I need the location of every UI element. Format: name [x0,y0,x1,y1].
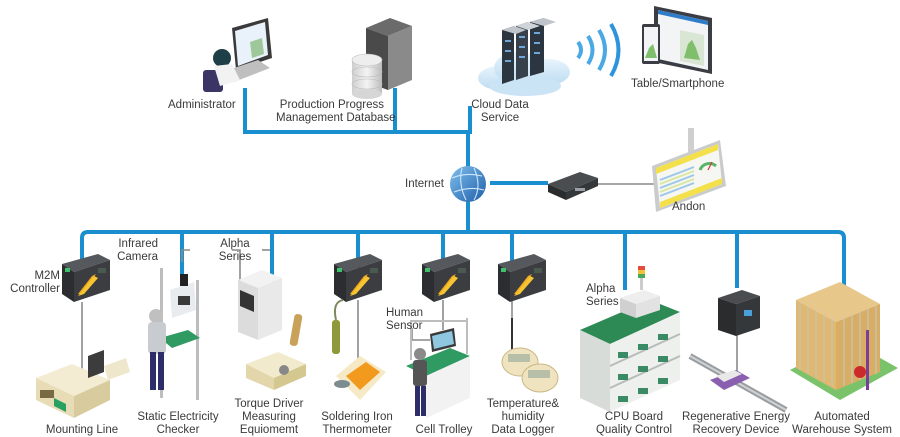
infrared-callout-line1: Infrared [118,238,158,250]
station-label-line: Thermometer [322,424,392,436]
station-label-line: Warehouse System [792,424,892,436]
station-label-line: Checker [156,424,200,436]
alpha2-callout-line1: Alpha [586,283,616,295]
human-sensor-callout: Human Sensor [386,307,423,333]
cell-trolley-icon[interactable] [406,318,470,418]
globe-icon[interactable] [450,166,486,202]
cloud-label: Cloud Data Service [462,99,538,125]
station-label-line: Measuring [242,411,296,423]
alpha1-callout-line1: Alpha [220,238,250,250]
mobile-label: Table/Smartphone [631,78,725,90]
m2m-controller-callout: M2M Controller [0,270,60,296]
infrared-callout-line2: Camera [117,251,158,263]
m2m-controller-icon[interactable] [62,254,110,302]
administrator-label: Administrator [168,99,236,111]
torque-driver-icon[interactable] [238,270,306,390]
station-label-line: Torque Driver [234,398,304,410]
m2m-callout-line2: Controller [10,283,60,295]
m2m-controller-icon[interactable] [498,254,546,302]
alpha1-callout-line2: Series [218,251,252,263]
station-label-line: Quality Control [595,424,673,436]
cpu-board-rack-icon[interactable] [580,266,681,412]
human-callout-line1: Human [386,307,424,319]
andon-display-icon[interactable] [652,128,726,212]
soldering-iron-icon[interactable] [332,299,386,400]
station-label-torque-driver: Torque Driver Measuring Equiomemt [224,398,314,437]
static-electricity-checker-icon[interactable] [148,268,200,400]
regenerative-energy-device-icon[interactable] [688,290,788,413]
station-label-line: Static Electricity [137,411,219,423]
human-callout-line2: Sensor [386,320,423,332]
alpha-series-callout-2: Alpha Series [586,283,619,309]
station-label-static-checker: Static Electricity Checker [130,411,226,437]
alpha2-callout-line2: Series [586,296,619,308]
station-label-line: Automated [814,411,870,423]
cloud-server-icon[interactable] [478,18,570,96]
infrared-camera-callout: Infrared Camera [110,238,158,264]
station-label-line: Temperature& [486,398,560,410]
station-label-regenerative: Regenerative Energy Recovery Device [678,411,794,437]
station-label-line: Data Logger [491,424,555,436]
m2m-controller-icon[interactable] [334,254,382,302]
data-logger-icon[interactable] [501,318,559,393]
station-label-line: Mounting Line [45,424,119,436]
m2m-callout-line1: M2M [34,270,60,282]
station-label-line: Equiomemt [239,424,299,436]
station-label-line: Regenerative Energy [681,411,791,423]
station-label-line: Cell Trolley [415,424,473,436]
station-label-line: Soldering Iron [321,411,393,423]
database-label-line2: Management Database [276,112,396,124]
database-server-icon[interactable] [351,18,412,99]
station-label-line: humidity [501,411,545,423]
top-bus-line [243,88,472,134]
station-label-line: CPU Board [604,411,664,423]
bottom-bus-line [80,230,846,300]
station-label-data-logger: Temperature& humidity Data Logger [478,398,568,437]
station-label-soldering-iron: Soldering Iron Thermometer [312,411,402,437]
m2m-controller-icon[interactable] [422,254,470,302]
administrator-workstation-icon[interactable] [203,18,272,92]
media-player-box-icon[interactable] [548,172,598,200]
andon-label: Andon [672,201,706,213]
station-label-cell-trolley: Cell Trolley [404,424,484,437]
cloud-label-line1: Cloud Data [471,99,529,111]
station-label-mounting-line: Mounting Line [34,424,130,437]
automated-warehouse-icon[interactable] [790,282,898,400]
station-label-line: Recovery Device [692,424,780,436]
wireless-signal-icon [576,23,621,77]
cloud-label-line2: Service [480,112,520,124]
station-label-warehouse: Automated Warehouse System [786,411,898,437]
database-label: Production Progress Management Database [276,99,396,125]
mounting-line-icon[interactable] [36,350,130,418]
internet-label: Internet [405,178,444,190]
database-label-line1: Production Progress [279,99,384,111]
station-label-cpu-board: CPU Board Quality Control [584,411,684,437]
tablet-smartphone-icon[interactable] [642,6,712,74]
alpha-series-callout-1: Alpha Series [210,238,260,264]
